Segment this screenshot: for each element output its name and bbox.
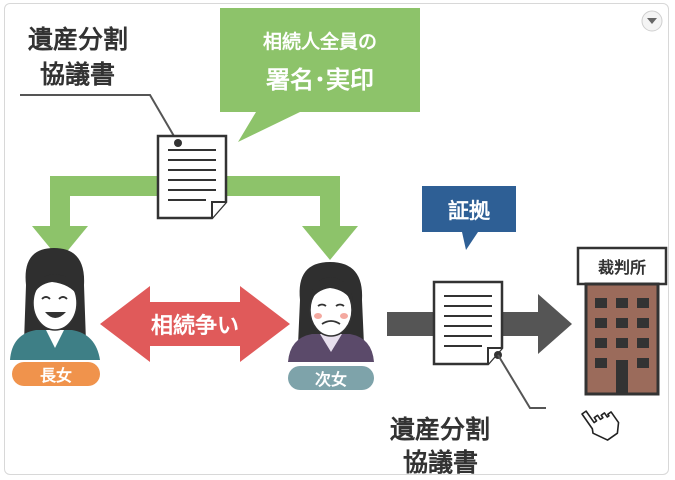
signature-text-line1: 相続人全員の bbox=[263, 30, 377, 53]
second-daughter-label: 次女 bbox=[315, 370, 347, 389]
eldest-daughter-figure bbox=[10, 248, 100, 360]
dispute-label: 相続争い bbox=[151, 313, 239, 339]
arrow-to-court bbox=[387, 294, 572, 354]
chevron-down-icon bbox=[647, 18, 657, 24]
signature-text-line2: 署名･実印 bbox=[265, 66, 374, 94]
court-building: 裁判所 bbox=[576, 246, 668, 396]
eldest-daughter-badge: 長女 bbox=[12, 362, 100, 386]
court-label: 裁判所 bbox=[598, 258, 646, 277]
top-document-label-line2: 協議書 bbox=[40, 60, 115, 89]
top-document-label-line1: 遺産分割 bbox=[28, 25, 128, 54]
top-document-icon bbox=[156, 134, 228, 220]
dropdown-button[interactable] bbox=[641, 10, 663, 32]
top-document-pointer-line bbox=[20, 94, 179, 144]
signature-bubble: 相続人全員の 署名･実印 bbox=[220, 8, 420, 142]
second-daughter-badge: 次女 bbox=[288, 366, 374, 390]
bottom-document-label-line1: 遺産分割 bbox=[390, 415, 490, 444]
dispute-double-arrow: 相続争い bbox=[100, 286, 290, 362]
bottom-document-icon bbox=[432, 280, 504, 366]
bottom-document-pointer-line bbox=[497, 354, 546, 409]
eldest-daughter-label: 長女 bbox=[40, 366, 72, 385]
second-daughter-figure bbox=[288, 262, 374, 362]
evidence-label: 証拠 bbox=[448, 199, 491, 223]
bottom-document-label-line2: 協議書 bbox=[403, 448, 478, 477]
evidence-bubble: 証拠 bbox=[422, 186, 516, 250]
hand-pointer-icon bbox=[581, 410, 620, 441]
diagram-frame bbox=[4, 3, 669, 475]
